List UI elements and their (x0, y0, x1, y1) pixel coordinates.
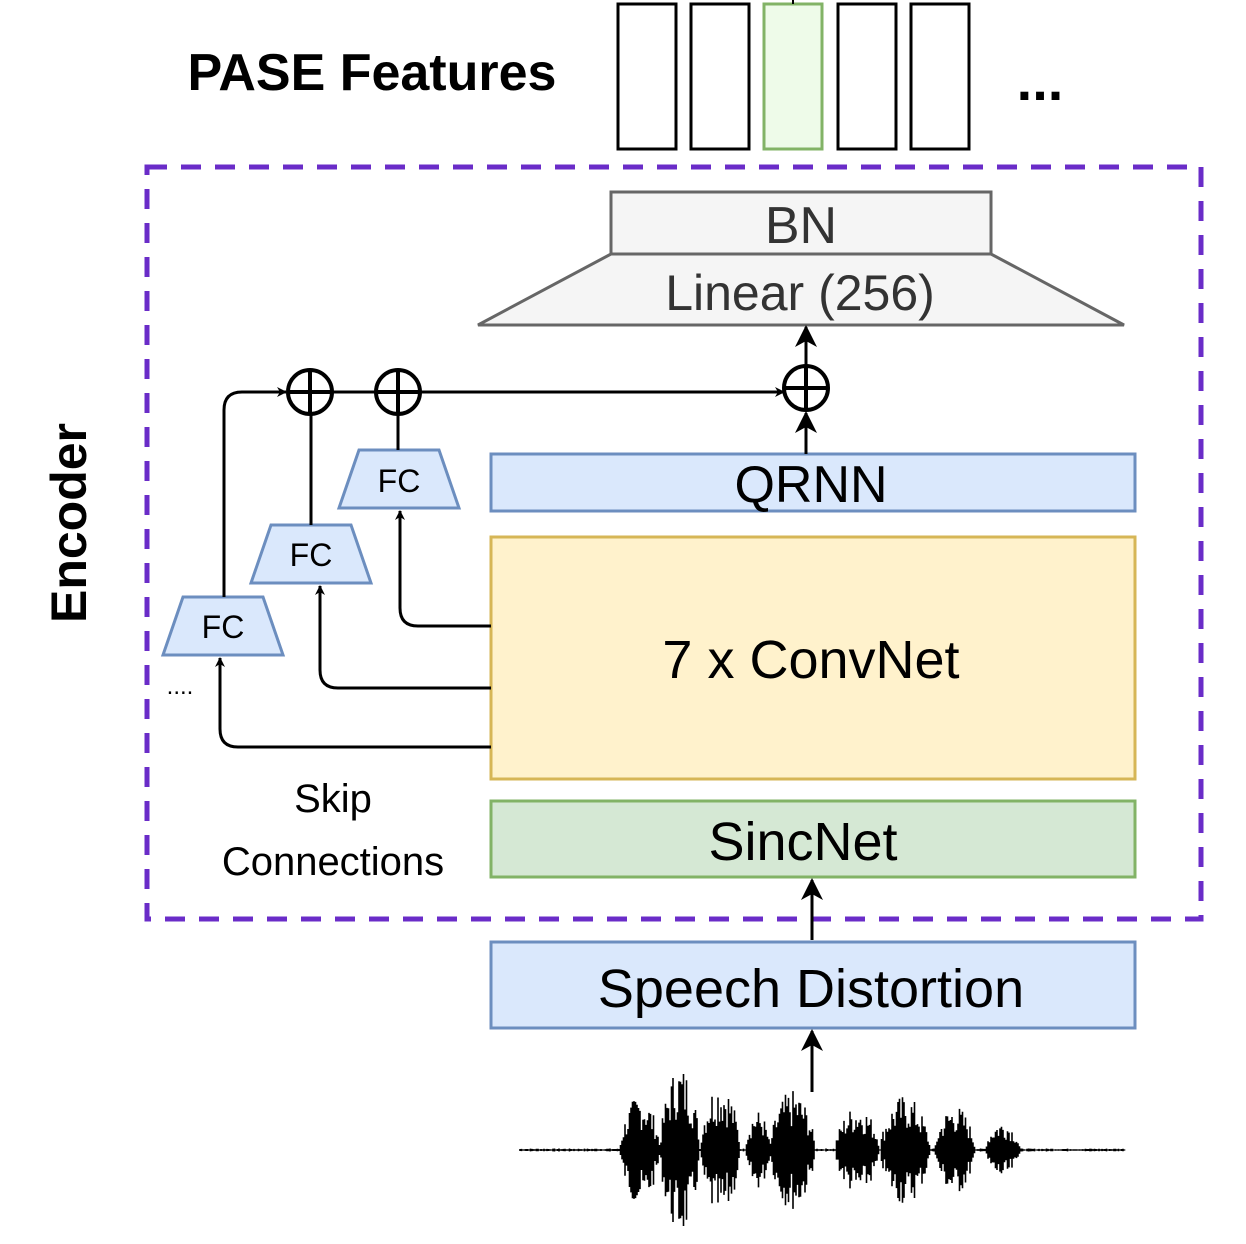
plus-circle-icon (782, 364, 830, 412)
bn-block (609, 190, 993, 256)
main-flow-arrows (795, 325, 823, 1092)
feature-box-highlighted (762, 2, 824, 151)
feature-vector-boxes (616, 0, 971, 151)
encoder-label: Encoder (41, 423, 97, 623)
arrow-icon (315, 585, 491, 690)
waveform-icon (519, 1074, 1126, 1226)
qrnn-label: QRNN (734, 456, 887, 514)
sincnet-label: SincNet (708, 812, 897, 872)
bn-label: BN (765, 197, 837, 255)
fc-block-1: FC (160, 595, 286, 657)
linear-block (477, 252, 1125, 327)
feature-box (689, 2, 751, 151)
fc-label: FC (202, 609, 245, 645)
features-ellipsis: ... (1017, 49, 1064, 112)
encoder-border (144, 164, 1204, 922)
waveform-trace (519, 1074, 1126, 1226)
linear-label: Linear (256) (665, 265, 935, 321)
fc-block-2: FC (248, 523, 374, 585)
sincnet-block (489, 799, 1137, 879)
fc-output-lines (222, 387, 785, 597)
convnet-block (489, 535, 1137, 781)
skip-caption-line2: Connections (222, 840, 444, 884)
speech-distortion-label: Speech Distortion (598, 959, 1024, 1019)
feature-box (836, 2, 898, 151)
fc-block-3: FC (336, 448, 462, 510)
convnet-label: 7 x ConvNet (662, 630, 959, 690)
fc-label: FC (290, 537, 333, 573)
skip-connection-arrows (215, 510, 491, 749)
skip-caption-line1: Skip (294, 777, 372, 821)
arrow-icon (395, 510, 491, 628)
skip-dots: .... (167, 673, 194, 700)
feature-box (909, 2, 971, 151)
plus-circle-icon (286, 368, 334, 416)
arrow-icon (215, 657, 491, 749)
feature-box (616, 2, 678, 151)
qrnn-block (489, 452, 1137, 513)
plus-circle-icon (374, 368, 422, 416)
pase-features-title: PASE Features (188, 44, 557, 102)
fc-label: FC (378, 463, 421, 499)
speech-distortion-block (489, 940, 1137, 1030)
